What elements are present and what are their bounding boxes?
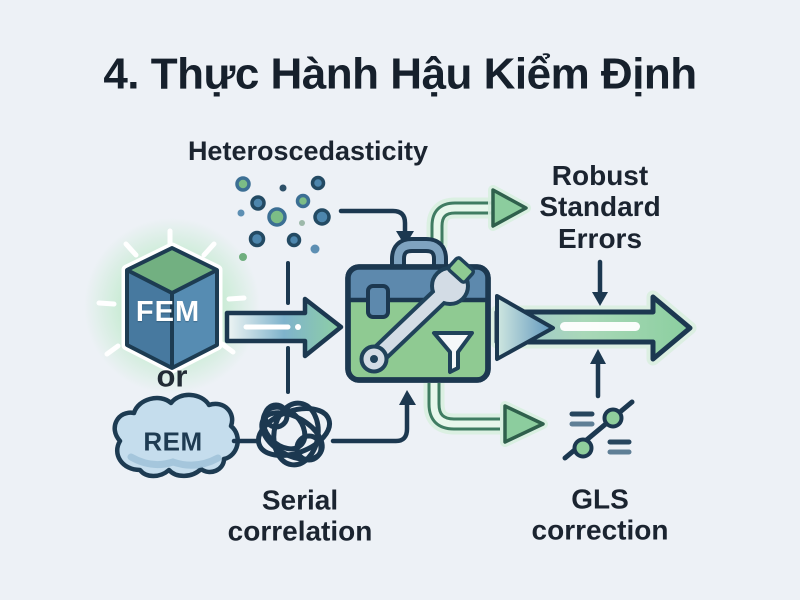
or-label: or	[156, 358, 188, 394]
fem-label: FEM	[135, 295, 201, 328]
rem-label: REM	[143, 426, 203, 457]
gls-branch-arrow	[423, 372, 548, 447]
page-title: 4. Thực Hành Hậu Kiểm Định	[103, 49, 697, 99]
fem-to-toolbox-arrow	[224, 296, 344, 359]
gls-up-arrow	[590, 349, 606, 399]
robust-branch-arrow	[426, 185, 531, 255]
robust-down-arrow	[592, 259, 608, 306]
tangle-scribble-icon	[255, 400, 333, 468]
rem-cloud-icon	[112, 392, 240, 479]
scatter-line-icon	[562, 399, 635, 461]
tangle-to-toolbox-arrow	[330, 390, 416, 444]
serial-correlation-label: Serial correlation	[227, 484, 373, 547]
funnel-icon	[432, 331, 474, 374]
fem-cube-icon	[121, 242, 223, 374]
gls-correction-label: GLS correction	[531, 483, 669, 546]
heteroscedasticity-label: Heteroscedasticity	[187, 135, 429, 166]
wrench-icon	[359, 256, 476, 374]
toolbox-icon	[345, 237, 491, 383]
big-right-arrow-icon	[490, 290, 697, 366]
robust-standard-errors-label: Robust Standard Errors	[539, 159, 661, 254]
scatter-dots-icon	[235, 175, 331, 261]
